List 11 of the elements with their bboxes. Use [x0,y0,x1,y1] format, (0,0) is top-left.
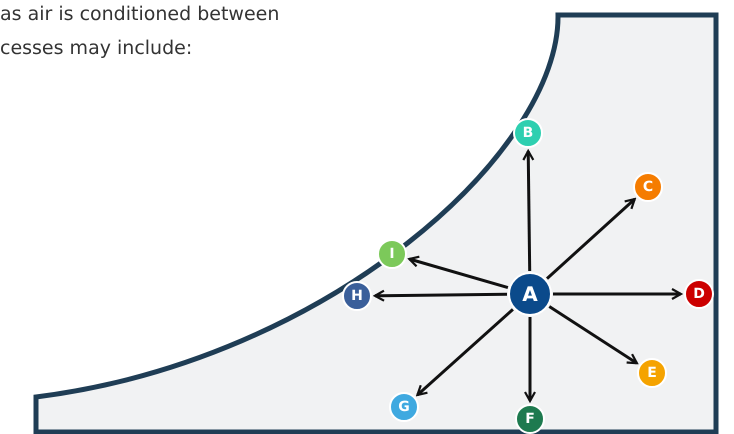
arrow [408,256,508,290]
arrow [416,308,514,396]
intro-text: cesses may include: [0,36,192,60]
arrow [553,288,682,300]
arrow [548,305,638,364]
arrow [374,290,508,302]
arrow [524,317,536,402]
point-marker: I [377,239,407,269]
arrow [546,198,636,280]
intro-text: as air is conditioned between [0,2,280,26]
arrow [522,150,534,272]
